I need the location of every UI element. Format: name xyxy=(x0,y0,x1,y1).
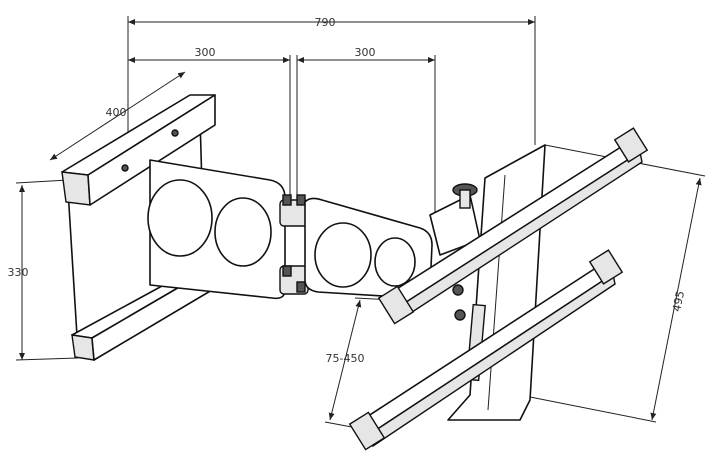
dim-75-450-line xyxy=(328,299,362,421)
second-arm xyxy=(304,197,433,300)
dim-300a-label: 300 xyxy=(195,46,216,59)
dim-495-label: 495 xyxy=(670,290,687,313)
first-arm xyxy=(147,159,286,300)
dim-75-450-label: 75-450 xyxy=(326,352,365,365)
dim-495-line xyxy=(650,177,702,421)
dim-330-label: 330 xyxy=(8,266,29,279)
dim-790-label: 790 xyxy=(315,16,336,29)
hinges xyxy=(279,194,309,295)
mounting-rails xyxy=(348,127,649,451)
dim-400-line xyxy=(49,71,186,161)
dim-300b-label: 300 xyxy=(355,46,376,59)
dim-400-label: 400 xyxy=(106,106,127,119)
